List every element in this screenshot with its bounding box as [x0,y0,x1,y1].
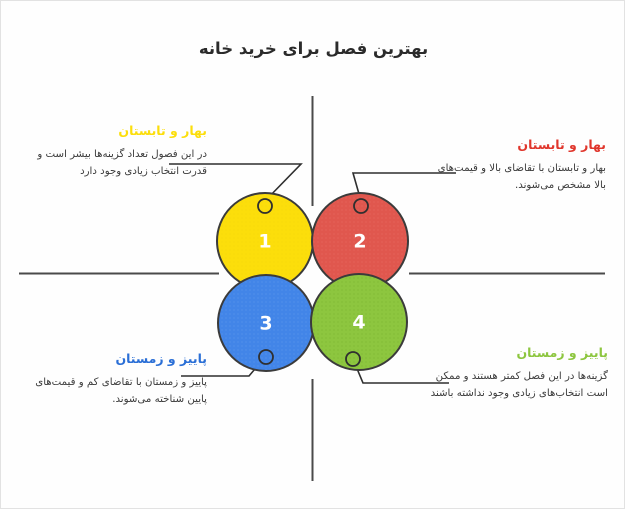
leader-line-top-right [351,172,456,202]
circle-number-2: 2 [353,231,366,253]
callout-bottom-right-title: پاییز و زمستان [516,345,608,360]
callout-top-left-body: در این فصول تعداد گزینه‌ها بیشر است و قد… [37,149,207,177]
callout-bottom-right-body: گزینه‌ها در این فصل کمتر هستند و ممکن اس… [430,371,608,399]
connector-node-4-icon [345,351,361,367]
callout-top-left-title: بهار و تابستان [118,123,207,138]
callout-top-right: بهار و تابستان بهار و تابستان با تقاضای … [426,137,606,194]
callout-top-right-title: بهار و تابستان [517,137,606,152]
diagram-circle-4[interactable] [310,273,408,371]
circle-number-4: 4 [352,312,365,334]
callout-bottom-left: پاییز و زمستان پاییز و زمستان با تقاضای … [29,351,207,408]
connector-node-3-icon [258,349,274,365]
circle-number-3: 3 [259,313,272,335]
leader-line-top-left [169,163,303,202]
callout-top-right-body: بهار و تابستان با تقاضای بالا و قیمت‌های… [437,163,606,191]
connector-node-1-icon [257,198,273,214]
callout-bottom-left-title: پاییز و زمستان [115,351,207,366]
callout-bottom-right: پاییز و زمستان گزینه‌ها در این فصل کمتر … [426,345,608,402]
page-title: بهترین فصل برای خرید خانه [198,39,429,58]
connector-node-2-icon [353,198,369,214]
circle-number-1: 1 [258,231,271,253]
callout-bottom-left-body: پاییز و زمستان با تقاضای کم و قیمت‌های پ… [35,377,207,405]
callout-top-left: بهار و تابستان در این فصول تعداد گزینه‌ه… [29,123,207,180]
